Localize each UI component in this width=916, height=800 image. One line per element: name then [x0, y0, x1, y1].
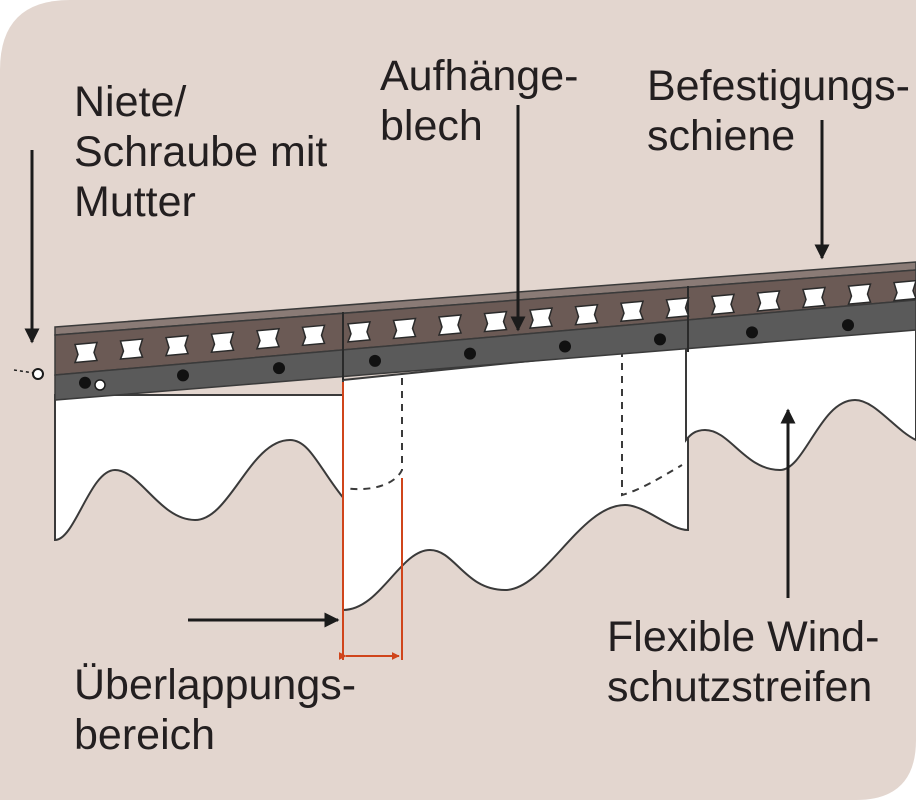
rail-clip: [255, 327, 281, 350]
rail-clip: [665, 296, 690, 319]
rivet-hole: [369, 354, 381, 367]
mounting-rail-top: [54, 261, 916, 336]
rivet-holes: [79, 319, 854, 389]
rivet-hole: [177, 369, 189, 382]
hanger-plate-lower: [54, 299, 916, 401]
rail-clip: [346, 321, 372, 343]
rail-clip: [710, 293, 736, 316]
strip-hidden-edge-1: [344, 378, 403, 491]
label-rivet-line-3: Mutter: [74, 178, 196, 226]
rail-clip: [801, 286, 827, 309]
label-flexible-strips: Flexible Wind- schutzstreifen: [607, 612, 879, 712]
rivet-hole: [559, 340, 571, 353]
strip-hidden-edge-2: [621, 350, 683, 497]
rail-clip: [528, 307, 554, 329]
label-flexible-strips-line-1: Flexible Wind-: [607, 613, 880, 661]
label-overlap-area: Überlappungs- bereich: [74, 660, 356, 760]
windbreak-strip-3: [685, 313, 916, 472]
label-rivet-line-1: Niete/: [74, 78, 187, 126]
label-overlap-area-line-1: Überlappungs-: [74, 661, 357, 709]
label-flexible-strips-line-2: schutzstreifen: [607, 663, 873, 711]
rivet-head-icon: [32, 368, 44, 380]
rail-clip: [619, 300, 645, 323]
rail-clip: [210, 331, 235, 354]
rivet-hole: [746, 326, 758, 339]
label-rivet-line-2: Schraube mit: [74, 128, 328, 176]
rivet-small-icon: [94, 379, 106, 391]
rail-clip: [483, 310, 508, 333]
label-mounting-rail-line-2: schiene: [647, 112, 796, 160]
label-mounting-rail: Befestigungs- schiene: [647, 61, 910, 161]
rail-clips: [73, 279, 916, 364]
rail-clip: [119, 338, 144, 360]
label-mounting-rail-line-1: Befestigungs-: [647, 62, 910, 110]
windbreak-strip-2: [342, 343, 689, 612]
rivet-hole: [654, 333, 666, 346]
rail-clip: [437, 314, 463, 336]
rivet-hole: [79, 376, 91, 389]
rail-clip: [756, 290, 781, 312]
label-hanger-plate-line-2: blech: [380, 102, 483, 150]
rivet-hole: [842, 319, 854, 332]
rail-clip: [164, 334, 190, 357]
label-hanger-plate: Aufhänge- blech: [380, 51, 578, 151]
label-overlap-area-line-2: bereich: [74, 711, 216, 759]
rail-clip: [574, 303, 599, 326]
rail-clip: [73, 341, 99, 364]
rail-clip: [847, 283, 872, 305]
rivet-hole: [273, 362, 285, 375]
rivet-hole: [464, 347, 476, 360]
label-rivet: Niete/ Schraube mit Mutter: [74, 77, 327, 227]
label-hanger-plate-line-1: Aufhänge-: [380, 52, 579, 100]
mounting-rail-front: [54, 269, 916, 376]
windbreak-strip-1: [54, 394, 346, 542]
rail-clip: [392, 317, 417, 340]
rail-clip: [892, 279, 916, 302]
rail-clip: [301, 324, 326, 347]
